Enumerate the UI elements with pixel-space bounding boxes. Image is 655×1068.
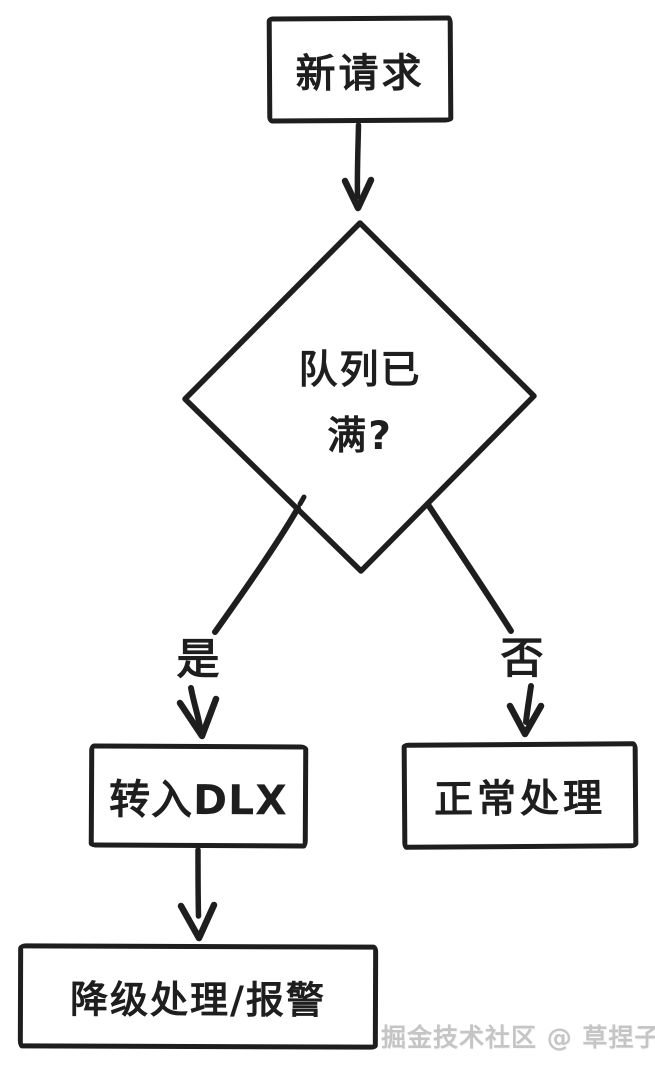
node-degrade-alarm-label: 降级处理/报警 bbox=[69, 977, 327, 1023]
node-dlx-label: 转入DLX bbox=[108, 775, 288, 825]
node-degrade-alarm: 降级处理/报警 bbox=[17, 943, 379, 1050]
edge-no-normal-line bbox=[523, 683, 534, 725]
node-new-request-label: 新请求 bbox=[295, 50, 425, 97]
node-decision-label: 队列已 满? bbox=[250, 335, 470, 465]
edge-yes-dlx-arrowhead bbox=[176, 695, 220, 740]
edge-yes-dlx-line bbox=[188, 685, 203, 730]
edge-dlx-degrade-line bbox=[195, 847, 202, 919]
branch-label-no: 否 bbox=[492, 628, 552, 684]
edge-start-decision-line bbox=[354, 122, 362, 200]
decision-label-line2: 满? bbox=[327, 414, 393, 459]
edge-dlx-degrade-arrowhead bbox=[177, 901, 218, 942]
edge-start-decision-arrowhead bbox=[341, 176, 375, 212]
node-normal-processing-label: 正常处理 bbox=[433, 775, 607, 823]
watermark-text: 掘金技术社区 @ 草捏子 bbox=[381, 1023, 655, 1052]
node-new-request: 新请求 bbox=[266, 15, 454, 124]
branch-label-yes: 是 bbox=[168, 628, 228, 685]
branch-yes-text: 是 bbox=[176, 635, 220, 685]
decision-label-line1: 队列已 bbox=[298, 348, 422, 393]
edge-decision-no-line bbox=[426, 503, 514, 634]
node-dlx: 转入DLX bbox=[88, 743, 309, 849]
edge-no-normal-arrowhead bbox=[506, 702, 545, 738]
edge-decision-yes-line bbox=[212, 505, 301, 635]
branch-no-text: 否 bbox=[500, 634, 544, 684]
decision-diamond-shape bbox=[182, 220, 537, 574]
node-normal-processing: 正常处理 bbox=[401, 741, 639, 850]
edge-decision-yes-overshoot bbox=[297, 494, 307, 507]
